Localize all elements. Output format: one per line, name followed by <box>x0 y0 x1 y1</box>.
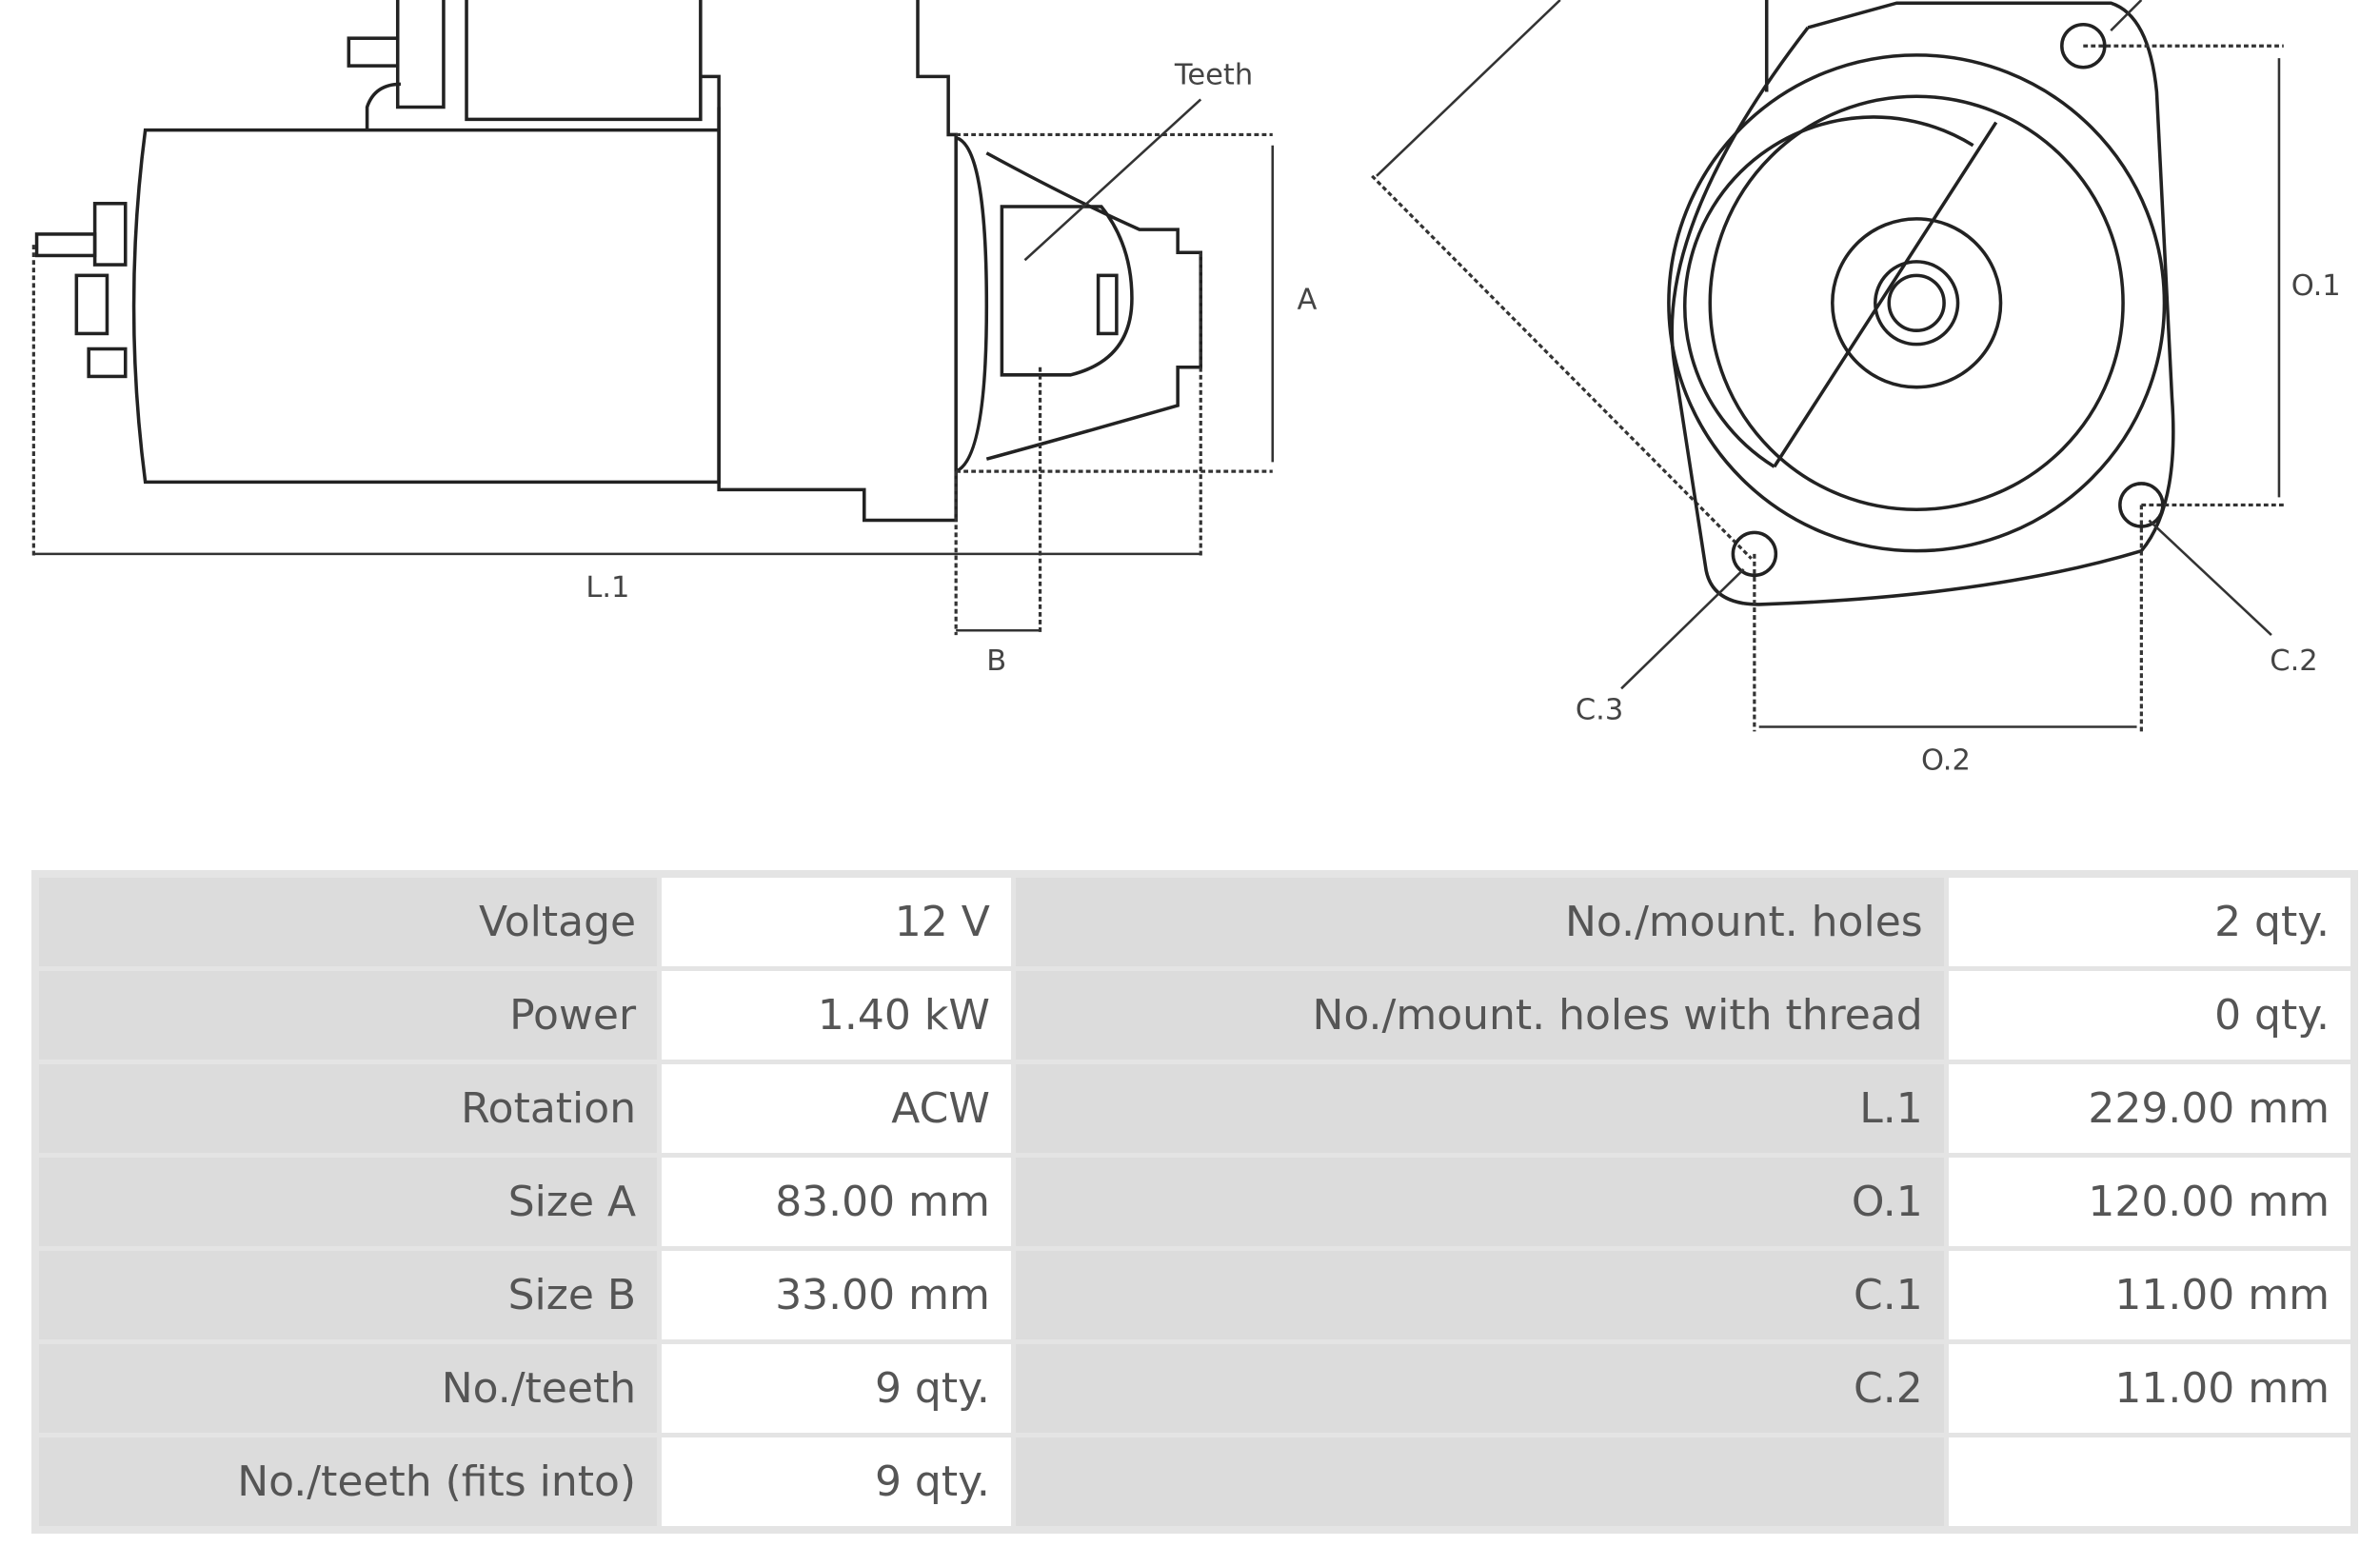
spec-label <box>1015 1437 1944 1526</box>
label-a: A <box>1297 284 1317 317</box>
spec-label: No./teeth (fits into) <box>39 1437 658 1526</box>
label-c2: C.2 <box>2270 644 2317 678</box>
spec-label: C.1 <box>1015 1251 1944 1339</box>
spec-row: No./teeth (fits into)9 qty. <box>39 1437 2350 1526</box>
spec-value: 12 V <box>662 878 1011 966</box>
label-o1: O.1 <box>2291 269 2341 303</box>
spec-value: 33.00 mm <box>662 1251 1011 1339</box>
spec-label: Power <box>39 971 658 1060</box>
label-l1: L.1 <box>585 571 629 605</box>
spec-label: No./mount. holes with thread <box>1015 971 1944 1060</box>
spec-value: 11.00 mm <box>1948 1344 2350 1433</box>
spec-value: 11.00 mm <box>1948 1251 2350 1339</box>
spec-label: Rotation <box>39 1064 658 1153</box>
side-view: Teeth A L.1 B <box>31 0 1317 678</box>
spec-value <box>1948 1437 2350 1526</box>
spec-value: 120.00 mm <box>1948 1158 2350 1246</box>
spec-value: 2 qty. <box>1948 878 2350 966</box>
starter-motor-dimension-drawing: Teeth A L.1 B O.1 O.2 C.2 C.3 <box>31 0 2341 778</box>
front-view: O.1 O.2 C.2 C.3 <box>1371 0 2341 778</box>
label-teeth: Teeth <box>1174 58 1253 91</box>
spec-label: Size B <box>39 1251 658 1339</box>
spec-label: L.1 <box>1015 1064 1944 1153</box>
label-b: B <box>986 644 1006 678</box>
spec-value: 9 qty. <box>662 1437 1011 1526</box>
spec-label: No./teeth <box>39 1344 658 1433</box>
spec-value: 1.40 kW <box>662 971 1011 1060</box>
label-o2: O.2 <box>1921 744 1971 778</box>
spec-label: O.1 <box>1015 1158 1944 1246</box>
spec-value: 229.00 mm <box>1948 1064 2350 1153</box>
label-c3: C.3 <box>1576 693 1623 726</box>
spec-label: C.2 <box>1015 1344 1944 1433</box>
spec-label: No./mount. holes <box>1015 878 1944 966</box>
spec-value: 9 qty. <box>662 1344 1011 1433</box>
spec-value: 0 qty. <box>1948 971 2350 1060</box>
spec-label: Size A <box>39 1158 658 1246</box>
spec-value: ACW <box>662 1064 1011 1153</box>
spec-label: Voltage <box>39 878 658 966</box>
spec-value: 83.00 mm <box>662 1158 1011 1246</box>
